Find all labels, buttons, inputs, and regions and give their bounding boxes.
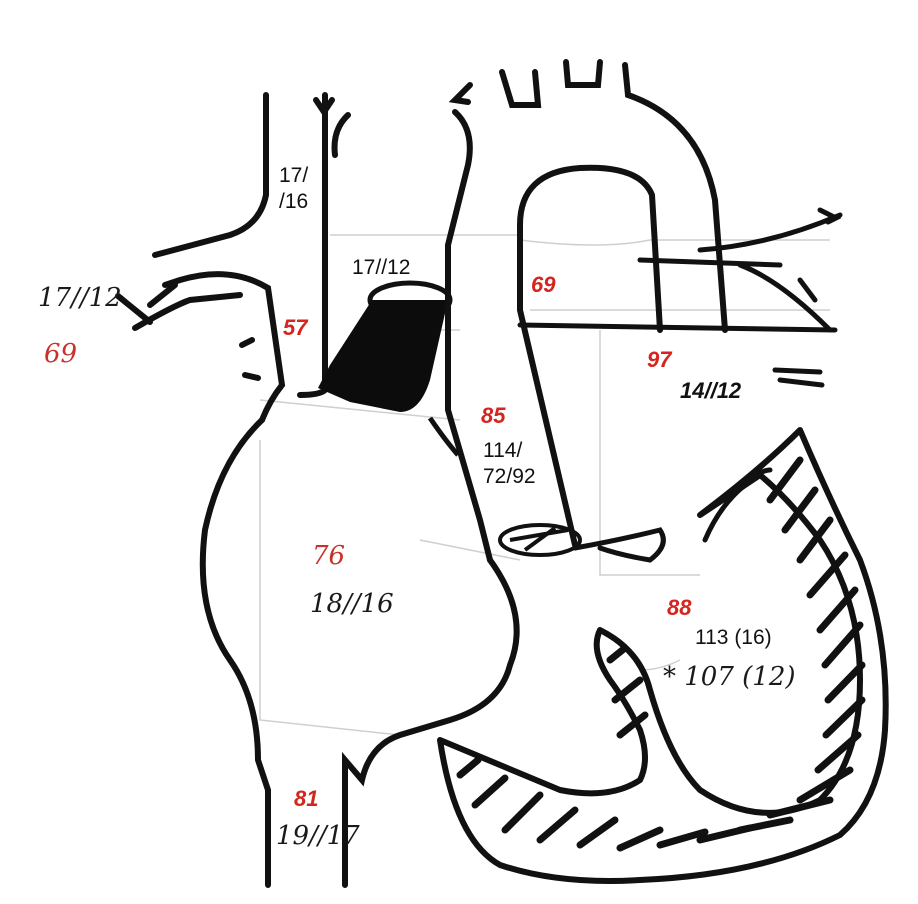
svc-saturation-label: 57: [283, 314, 307, 342]
left-ventricle-pressure-label: 113 (16): [695, 625, 772, 651]
right-atrium-pressure-label: 18//16: [310, 588, 394, 621]
pulmonary-artery-band: [318, 283, 458, 455]
svc-pressure-label: 17/ /16: [279, 163, 308, 216]
left-atrium-saturation-label: 97: [647, 346, 671, 374]
descending-aorta-saturation-label: 69: [531, 271, 555, 299]
superior-vena-cava: [155, 95, 332, 420]
left-ventricle-saturation-label: 88: [667, 594, 691, 622]
pa-band-pressure-label: 17//12: [352, 255, 410, 281]
aortic-pressure-label: 114/ 72/92: [483, 438, 536, 491]
right-atrium-saturation-label: 76: [312, 540, 345, 573]
right-pulmonary-artery: [118, 285, 258, 378]
left-atrium-pressure-label: 14//12: [680, 377, 741, 405]
ascending-aorta-saturation-label: 85: [481, 402, 505, 430]
rpa-saturation-label: 69: [44, 338, 77, 371]
left-ventricle-pressure-handwritten: * 107 (12): [663, 661, 796, 694]
ivc-saturation-label: 81: [294, 785, 318, 813]
rpa-pressure-label: 17//12: [38, 282, 122, 315]
aortic-valve: [500, 525, 580, 555]
left-ventricle-wall: [440, 430, 886, 881]
ivc-pressure-label: 19//17: [276, 820, 360, 853]
